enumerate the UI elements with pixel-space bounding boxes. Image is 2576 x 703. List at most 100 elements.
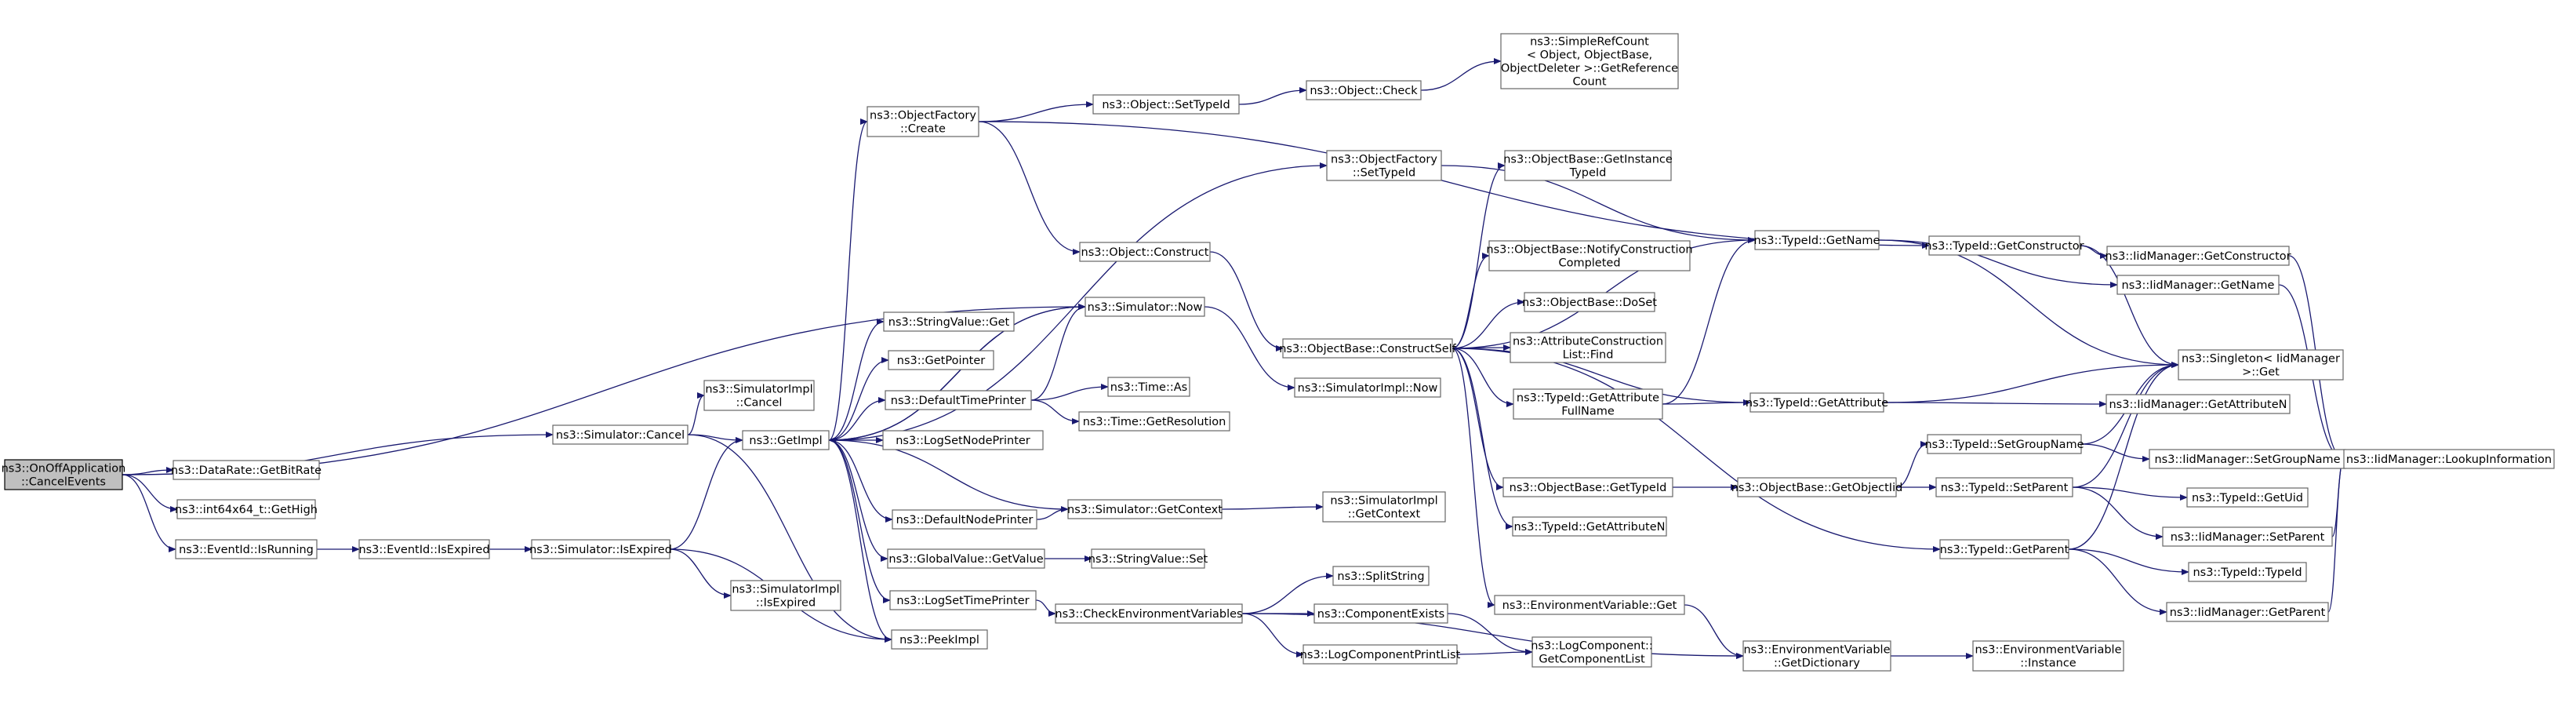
node-ns3-objectbase-doset[interactable]: ns3::ObjectBase::DoSet <box>1522 292 1657 312</box>
node-ns3-environmentvariable-getdictionary[interactable]: ns3::EnvironmentVariable::GetDictionary <box>1742 640 1891 672</box>
node-label: ns3::ObjectBase::DoSet <box>1522 297 1657 309</box>
edge-n47-n57 <box>1883 362 2179 403</box>
node-ns3-iidmanager-getparent[interactable]: ns3::IidManager::GetParent <box>2166 602 2329 622</box>
node-ns3-simulatorimpl-getcontext[interactable]: ns3::SimulatorImpl::GetContext <box>1322 491 1446 523</box>
node-ns3-environmentvariable-instance[interactable]: ns3::EnvironmentVariable::Instance <box>1972 640 2124 672</box>
node-box <box>883 311 1015 332</box>
node-ns3-componentexists[interactable]: ns3::ComponentExists <box>1313 603 1448 624</box>
edge-n25-n32 <box>1221 504 1324 511</box>
node-ns3-objectfactory-settypeid[interactable]: ns3::ObjectFactory::SetTypeId <box>1326 150 1442 181</box>
node-box <box>892 509 1037 530</box>
node-ns3-logsetnodeprinter[interactable]: ns3::LogSetNodePrinter <box>882 430 1044 450</box>
node-label: ns3::TypeId::SetGroupName <box>1924 439 2084 451</box>
node-ns3-simulator-cancel[interactable]: ns3::Simulator::Cancel <box>552 424 689 445</box>
node-ns3-typeid-getuid[interactable]: ns3::TypeId::GetUid <box>2186 487 2309 508</box>
node-label: ns3::AttributeConstruction <box>1513 336 1663 348</box>
node-ns3-eventid-isexpired[interactable]: ns3::EventId::IsExpired <box>358 539 490 559</box>
node-label: ns3::IidManager::GetParent <box>2170 606 2326 619</box>
node-box <box>2106 246 2290 266</box>
edge-n53-n63 <box>2068 548 2167 615</box>
node-label: ns3::ObjectBase::ConstructSelf <box>1279 343 1456 355</box>
edge-layer <box>122 58 2351 659</box>
node-ns3-objectbase-getobjectiid[interactable]: ns3::ObjectBase::GetObjectIid <box>1731 477 1903 497</box>
node-ns3-logcomponent-getcomponentlist[interactable]: ns3::LogComponent::GetComponentList <box>1531 636 1653 668</box>
node-ns3-typeid-getparent[interactable]: ns3::TypeId::GetParent <box>1939 539 2069 559</box>
node-box <box>1306 80 1422 100</box>
edge-line <box>1456 649 1533 656</box>
node-ns3-globalvalue-getvalue[interactable]: ns3::GlobalValue::GetValue <box>887 548 1045 569</box>
node-ns3-typeid-typeid[interactable]: ns3::TypeId::TypeId <box>2188 562 2307 582</box>
node-ns3-stringvalue-set[interactable]: ns3::StringValue::Set <box>1088 548 1208 569</box>
node-ns3-typeid-getattribute[interactable]: ns3::TypeId::GetAttribute <box>1746 392 1888 413</box>
node-ns3-defaultnodeprinter[interactable]: ns3::DefaultNodePrinter <box>892 509 1037 530</box>
node-ns3-typeid-getconstructor[interactable]: ns3::TypeId::GetConstructor <box>1924 235 2084 256</box>
edge-n22-n10 <box>828 306 1086 443</box>
node-layer: ns3::OnOffApplication::CancelEventsns3::… <box>2 33 2555 672</box>
node-ns3-objectbase-constructself[interactable]: ns3::ObjectBase::ConstructSelf <box>1279 338 1457 359</box>
edge-line <box>669 437 743 550</box>
node-label: ns3::EnvironmentVariable <box>1975 644 2121 657</box>
edge-n34-n45 <box>1447 613 1533 655</box>
node-ns3-time-as[interactable]: ns3::Time::As <box>1107 377 1190 397</box>
node-ns3-logsettimeprinter[interactable]: ns3::LogSetTimePrinter <box>889 590 1037 610</box>
node-ns3-simulatorimpl-now[interactable]: ns3::SimulatorImpl::Now <box>1294 377 1441 398</box>
node-box <box>358 539 490 559</box>
node-ns3-checkenvironmentvariables[interactable]: ns3::CheckEnvironmentVariables <box>1055 603 1243 624</box>
node-box <box>176 499 316 519</box>
node-ns3-iidmanager-getname[interactable]: ns3::IidManager::GetName <box>2116 275 2280 295</box>
edge-n44-n49 <box>1684 604 1744 659</box>
node-ns3-splitstring[interactable]: ns3::SplitString <box>1332 566 1430 586</box>
node-ns3-objectbase-notifyconstruction-completed[interactable]: ns3::ObjectBase::NotifyConstructionCompl… <box>1486 240 1693 271</box>
node-ns3-simplerefcount-object-objectbase-objectdeleter-getreference-count[interactable]: ns3::SimpleRefCount< Object, ObjectBase,… <box>1500 33 1679 89</box>
node-ns3-objectfactory-create[interactable]: ns3::ObjectFactory::Create <box>867 106 979 137</box>
node-ns3-typeid-setgroupname[interactable]: ns3::TypeId::SetGroupName <box>1924 434 2084 454</box>
node-ns3-simulator-now[interactable]: ns3::Simulator::Now <box>1085 297 1205 317</box>
node-ns3-defaulttimeprinter[interactable]: ns3::DefaultTimePrinter <box>885 390 1032 410</box>
node-ns3-onoffapplication-cancelevents[interactable]: ns3::OnOffApplication::CancelEvents <box>2 459 126 490</box>
edge-n10-n13 <box>828 319 885 441</box>
node-label: ns3::OnOffApplication <box>2 463 126 475</box>
node-box <box>1078 411 1230 432</box>
edge-n22-n31 <box>1204 306 1295 391</box>
node-ns3-environmentvariable-get[interactable]: ns3::EnvironmentVariable::Get <box>1494 595 1685 615</box>
node-ns3-peekimpl[interactable]: ns3::PeekImpl <box>891 629 988 650</box>
node-ns3-object-construct[interactable]: ns3::Object::Construct <box>1079 242 1211 262</box>
node-ns3-stringvalue-get[interactable]: ns3::StringValue::Get <box>883 311 1015 332</box>
node-ns3-singleton-iidmanager-get[interactable]: ns3::Singleton< IidManager >::Get <box>2178 349 2344 381</box>
node-ns3-iidmanager-getattributen[interactable]: ns3::IidManager::GetAttributeN <box>2105 394 2291 414</box>
node-ns3-iidmanager-lookupinformation[interactable]: ns3::IidManager::LookupInformation <box>2343 449 2555 469</box>
node-ns3-simulator-getcontext[interactable]: ns3::Simulator::GetContext <box>1067 499 1223 519</box>
node-ns3-iidmanager-setparent[interactable]: ns3::IidManager::SetParent <box>2162 526 2333 547</box>
node-ns3-object-check[interactable]: ns3::Object::Check <box>1306 80 1422 100</box>
node-ns3-int64x64-t-gethigh[interactable]: ns3::int64x64_t::GetHigh <box>175 499 318 519</box>
edge-line <box>1209 251 1284 352</box>
node-ns3-typeid-setparent[interactable]: ns3::TypeId::SetParent <box>1935 477 2073 497</box>
node-ns3-datarate-getbitrate[interactable]: ns3::DataRate::GetBitRate <box>171 460 322 480</box>
node-ns3-iidmanager-getconstructor[interactable]: ns3::IidManager::GetConstructor <box>2105 246 2291 266</box>
node-ns3-object-settypeid[interactable]: ns3::Object::SetTypeId <box>1092 94 1240 115</box>
node-ns3-typeid-getname[interactable]: ns3::TypeId::GetName <box>1754 230 1880 250</box>
edge-n20-n28 <box>1238 87 1307 105</box>
node-ns3-simulator-isexpired[interactable]: ns3::Simulator::IsExpired <box>529 539 672 559</box>
node-label: < Object, ObjectBase, <box>1527 49 1652 62</box>
node-ns3-getpointer[interactable]: ns3::GetPointer <box>888 350 994 370</box>
node-ns3-iidmanager-setgroupname[interactable]: ns3::IidManager::SetGroupName <box>2149 449 2346 469</box>
node-label: ::IsExpired <box>756 597 816 610</box>
node-ns3-objectbase-gettypeid[interactable]: ns3::ObjectBase::GetTypeId <box>1502 477 1673 497</box>
node-ns3-logcomponentprintlist[interactable]: ns3::LogComponentPrintList <box>1300 644 1461 665</box>
node-label: ns3::SimpleRefCount <box>1530 36 1649 49</box>
node-ns3-eventid-isrunning[interactable]: ns3::EventId::IsRunning <box>175 539 318 559</box>
node-label: ns3::ObjectBase::GetInstance <box>1503 154 1673 166</box>
node-box <box>1939 539 2069 559</box>
node-ns3-time-getresolution[interactable]: ns3::Time::GetResolution <box>1078 411 1230 432</box>
node-box <box>1322 491 1446 523</box>
node-ns3-getimpl[interactable]: ns3::GetImpl <box>742 430 830 450</box>
node-ns3-typeid-getattributen[interactable]: ns3::TypeId::GetAttributeN <box>1512 516 1667 537</box>
node-label: TypeId <box>1569 167 1607 180</box>
node-ns3-simulatorimpl-isexpired[interactable]: ns3::SimulatorImpl::IsExpired <box>730 580 841 611</box>
edge-line <box>1451 348 1513 530</box>
node-ns3-simulatorimpl-cancel[interactable]: ns3::SimulatorImpl::Cancel <box>703 380 815 411</box>
